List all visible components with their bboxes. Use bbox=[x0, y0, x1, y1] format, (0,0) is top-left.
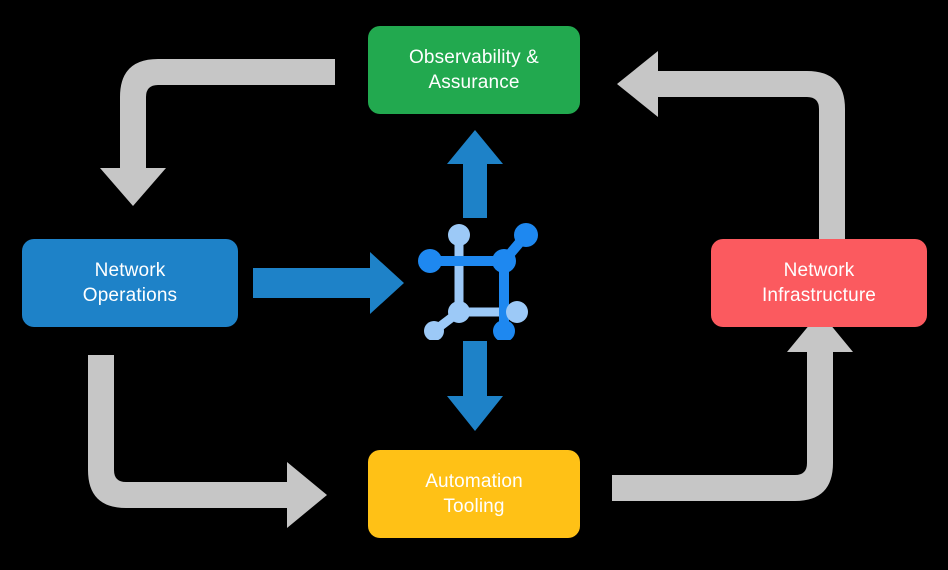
node-box-operations[interactable]: Network Operations bbox=[22, 239, 238, 327]
node-box-observability[interactable]: Observability & Assurance bbox=[368, 26, 580, 114]
node-box-infrastructure[interactable]: Network Infrastructure bbox=[711, 239, 927, 327]
node-box-automation[interactable]: Automation Tooling bbox=[368, 450, 580, 538]
flow-arrow-center-to-automation bbox=[447, 341, 503, 431]
flow-arrow-center-to-observability bbox=[447, 130, 503, 218]
node-label-automation: Automation Tooling bbox=[425, 470, 523, 517]
node-label-operations: Network Operations bbox=[82, 259, 178, 306]
cycle-arrow-automation-to-infrastructure bbox=[612, 312, 853, 501]
network-topology-icon bbox=[418, 223, 538, 340]
network-icon-nodes-secondary bbox=[424, 224, 528, 340]
cycle-arrow-infrastructure-to-observability bbox=[617, 51, 845, 240]
node-label-observability: Observability & Assurance bbox=[408, 46, 540, 93]
node-label-infrastructure: Network Infrastructure bbox=[761, 259, 877, 306]
cycle-arrow-operations-to-automation bbox=[88, 355, 327, 528]
flow-arrow-operations-to-center bbox=[253, 252, 404, 314]
network-icon-nodes-primary bbox=[418, 223, 538, 340]
cycle-arrow-observability-to-operations bbox=[100, 59, 335, 206]
